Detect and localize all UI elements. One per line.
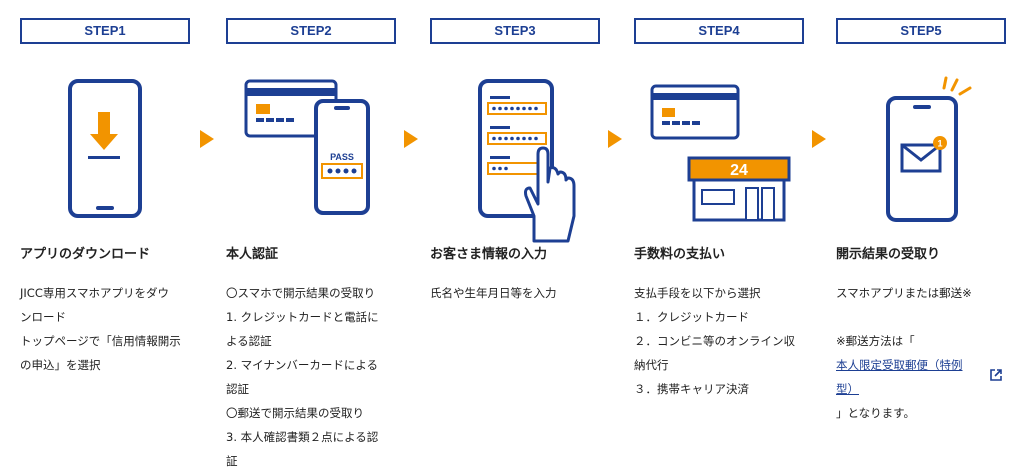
- step-3: STEP3 お客さま情報の入力 氏名や生年月日等を入力: [430, 18, 600, 300]
- step-2-line: 〇スマホで開示結果の受取り: [226, 286, 376, 300]
- step-3-title: お客さま情報の入力: [430, 247, 548, 262]
- step-2-line: 認証: [226, 382, 249, 396]
- step-4-line: ２．コンビニ等のオンライン収: [634, 334, 795, 348]
- step-5-description: スマホアプリまたは郵送※ ※郵送方法は「 本人限定受取郵便（特例 型） 」となり…: [836, 281, 1008, 425]
- step-5: STEP5 1 開示結果の受取り スマホアプリまたは郵送※ ※郵送方法は「 本人…: [836, 18, 1006, 420]
- step-4-title: 手数料の支払い: [634, 247, 726, 262]
- form-input-icon: [478, 79, 576, 243]
- step-2-line: 2. マイナンバーカードによる: [226, 358, 379, 372]
- step-5-line: スマホアプリまたは郵送※: [836, 286, 972, 300]
- step-arrow-3: [608, 130, 622, 148]
- external-link-icon[interactable]: [989, 368, 1003, 382]
- step-1: STEP1 アプリのダウンロード JICC専用スマホアプリをダウ ンロード トッ…: [20, 18, 190, 372]
- step-1-line: の申込」を選択: [20, 358, 101, 372]
- step-5-note-suffix: 」となります。: [836, 406, 916, 420]
- step-arrow-1: [200, 130, 214, 148]
- notification-count: 1: [937, 139, 942, 149]
- step-4-line: 納代行: [634, 358, 669, 372]
- step-3-line: 氏名や生年月日等を入力: [430, 286, 557, 300]
- step-1-line: ンロード: [20, 310, 66, 324]
- step-arrow-2: [404, 130, 418, 148]
- step-2-line: 証: [226, 454, 238, 468]
- step-5-note-prefix: ※郵送方法は「: [836, 334, 915, 348]
- step-2-line: 1. クレジットカードと電話に: [226, 310, 379, 324]
- step-5-title: 開示結果の受取り: [836, 247, 941, 262]
- step-3-description: 氏名や生年月日等を入力: [430, 281, 602, 305]
- step-5-spacer: [836, 305, 1008, 329]
- step-4-description: 支払手段を以下から選択 １．クレジットカード ２．コンビニ等のオンライン収 納代…: [634, 281, 806, 401]
- step-2: STEP2 PASS 本人認証 〇スマホで開示結果の受取り 1. クレジットカー…: [226, 18, 396, 468]
- step-3-badge: STEP3: [430, 18, 600, 44]
- postal-method-link-wrap[interactable]: 型）: [836, 377, 1008, 401]
- step-2-badge: STEP2: [226, 18, 396, 44]
- step-1-badge: STEP1: [20, 18, 190, 44]
- postal-method-link[interactable]: 本人限定受取郵便（特例: [836, 353, 1008, 377]
- step-1-line: JICC専用スマホアプリをダウ: [20, 286, 169, 300]
- step-2-line: よる認証: [226, 334, 272, 348]
- postal-method-link-line2[interactable]: 型）: [836, 382, 859, 396]
- step-2-line: 3. 本人確認書類２点による認: [226, 430, 379, 444]
- download-icon: [68, 79, 142, 218]
- step-5-badge: STEP5: [836, 18, 1006, 44]
- step-4: STEP4 24 手数料の支払い 支払手段を以下から選択 １．クレジットカード …: [634, 18, 804, 396]
- step-2-description: 〇スマホで開示結果の受取り 1. クレジットカードと電話に よる認証 2. マイ…: [226, 281, 398, 473]
- step-1-description: JICC専用スマホアプリをダウ ンロード トップページで「信用情報開示 の申込」…: [20, 281, 192, 377]
- step-4-line: ３．携帯キャリア決済: [634, 382, 749, 396]
- step-2-line: 〇郵送で開示結果の受取り: [226, 406, 364, 420]
- postal-method-link-line1[interactable]: 本人限定受取郵便（特例: [836, 358, 963, 372]
- step-4-line: 支払手段を以下から選択: [634, 286, 761, 300]
- mail-notification-icon: 1: [886, 76, 972, 222]
- pass-label: PASS: [330, 152, 354, 162]
- step-4-line: １．クレジットカード: [634, 310, 749, 324]
- step-arrow-4: [812, 130, 826, 148]
- step-1-line: トップページで「信用情報開示: [20, 334, 181, 348]
- step-2-title: 本人認証: [226, 247, 279, 262]
- store-icon: 24: [650, 84, 791, 222]
- step-1-title: アプリのダウンロード: [20, 247, 151, 262]
- store-sign-number: 24: [730, 162, 748, 179]
- step-4-badge: STEP4: [634, 18, 804, 44]
- credit-card-icon: PASS: [244, 79, 370, 215]
